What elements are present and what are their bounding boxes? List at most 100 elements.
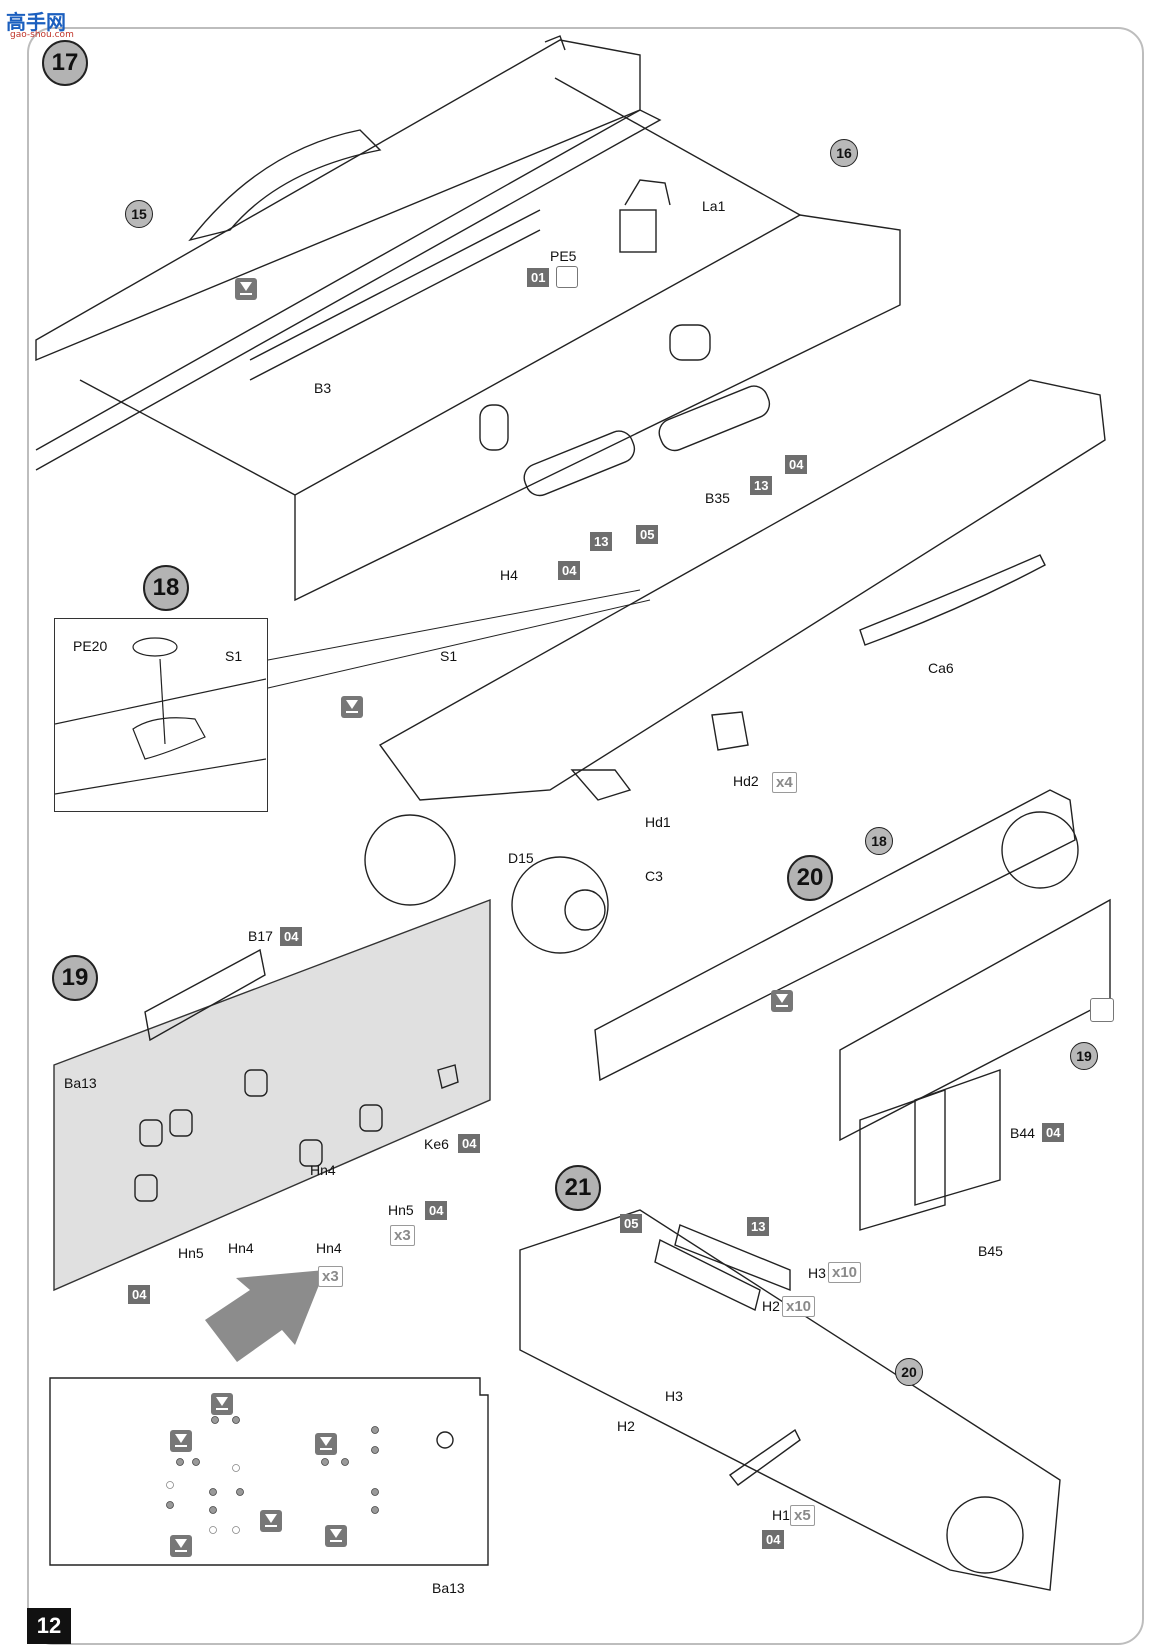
bracket-b17 [144, 948, 266, 1042]
part-label-hn4: Hn4 [316, 1240, 342, 1256]
part-round [669, 324, 711, 361]
badge-sprue-04: 04 [425, 1201, 448, 1220]
rack-19 [839, 898, 1111, 1142]
ref-step-15: 15 [125, 200, 153, 228]
part-label-ba13: Ba13 [64, 1075, 97, 1091]
glue-icon [235, 278, 257, 300]
part-label-h3: H3 [808, 1265, 826, 1281]
part-label-ca6: Ca6 [928, 660, 954, 676]
part-label-hn4: Hn4 [228, 1240, 254, 1256]
hatched-icon [1090, 998, 1114, 1022]
shell-h3 [674, 1224, 791, 1292]
hull-side-upper [35, 39, 641, 362]
page-frame [27, 27, 1144, 1645]
fender-arc [188, 129, 382, 242]
part-label-hn4: Hn4 [310, 1162, 336, 1178]
part-label-la1: La1 [702, 198, 726, 214]
watermark-text: 高手网 [6, 10, 66, 34]
part-label-hd1: Hd1 [645, 814, 671, 830]
part-label-s1: S1 [440, 648, 458, 664]
part-label-hn5: Hn5 [178, 1245, 204, 1261]
badge-sprue-04: 04 [128, 1285, 151, 1304]
badge-sprue-01: 01 [527, 268, 550, 287]
direction-arrow [205, 1270, 325, 1362]
badge-sprue-04: 04 [1042, 1123, 1065, 1142]
glue-icon [771, 990, 793, 1012]
badge-sprue-04: 04 [785, 455, 808, 474]
glue-icon [170, 1535, 192, 1557]
part-label-b17: B17 [248, 928, 273, 944]
ref-step-20: 20 [895, 1358, 923, 1386]
ref-step-18: 18 [865, 827, 893, 855]
hull-side-20 [594, 789, 1076, 1082]
watermark-logo: 高手网 gao-shou.com [4, 6, 74, 40]
badge-sprue-13: 13 [750, 476, 773, 495]
part-label-d15: D15 [508, 850, 534, 866]
part-label-ke6: Ke6 [424, 1136, 449, 1152]
rail-ca6 [859, 554, 1046, 646]
part-label-h2: H2 [617, 1418, 635, 1434]
box-la1 [619, 209, 657, 253]
part-label-c3: C3 [645, 868, 663, 884]
cylinder-b35 [658, 385, 771, 452]
ammo-rack-b44 [914, 1069, 1001, 1206]
part-hd1 [570, 769, 632, 801]
step-20-number: 20 [787, 855, 833, 901]
badge-sprue-13: 13 [747, 1217, 770, 1236]
multiplier-x5: x5 [790, 1505, 815, 1526]
part-label-b45: B45 [978, 1243, 1003, 1259]
part-label-hd2: Hd2 [733, 773, 759, 789]
badge-sprue-05: 05 [636, 525, 659, 544]
step-19-number: 19 [52, 955, 98, 1001]
part-label-b35: B35 [705, 490, 730, 506]
ref-step-19: 19 [1070, 1042, 1098, 1070]
multiplier-x4: x4 [772, 772, 797, 793]
photo-etch-icon [556, 266, 578, 288]
watermark-url: gao-shou.com [10, 30, 74, 40]
multiplier-x3: x3 [318, 1266, 343, 1287]
badge-sprue-04: 04 [558, 561, 581, 580]
step-21-number: 21 [555, 1165, 601, 1211]
badge-sprue-04: 04 [458, 1134, 481, 1153]
part-label-h2: H2 [762, 1298, 780, 1314]
part-hd2 [711, 711, 749, 751]
glue-icon [325, 1525, 347, 1547]
glue-icon [260, 1510, 282, 1532]
ammo-rack-b45 [859, 1089, 946, 1231]
glue-icon [211, 1393, 233, 1415]
cylinder-h4 [523, 430, 636, 497]
panel-16 [294, 214, 901, 602]
glue-icon [341, 696, 363, 718]
part-label-b44: B44 [1010, 1125, 1035, 1141]
badge-sprue-13: 13 [590, 532, 613, 551]
idler-c3 [511, 856, 609, 954]
panel-19 [53, 898, 491, 1292]
handle-h1 [728, 1428, 801, 1486]
layout-ba13 [49, 1377, 489, 1566]
part-label-h1: H1 [772, 1507, 790, 1523]
part-label-s1-inset: S1 [225, 648, 243, 664]
part-label-h3: H3 [665, 1388, 683, 1404]
badge-sprue-04: 04 [280, 927, 303, 946]
part-label-pe20: PE20 [73, 638, 108, 654]
badge-sprue-05: 05 [620, 1214, 643, 1233]
page-number: 12 [27, 1608, 71, 1644]
glue-icon [170, 1430, 192, 1452]
multiplier-x10: x10 [782, 1296, 816, 1317]
part-label-h4: H4 [500, 567, 518, 583]
hull-side-21 [519, 1209, 1061, 1591]
glue-icon [315, 1433, 337, 1455]
part-label-pe5: PE5 [550, 248, 577, 264]
part-label-b3: B3 [314, 380, 332, 396]
step-17-number: 17 [42, 40, 88, 86]
detail-inset-18 [54, 618, 268, 812]
multiplier-x3: x3 [390, 1225, 415, 1246]
ref-step-16: 16 [830, 139, 858, 167]
badge-sprue-04: 04 [762, 1530, 785, 1549]
shell-h2 [654, 1238, 761, 1312]
part-label-ba13: Ba13 [432, 1580, 465, 1596]
wheel-guard [364, 814, 456, 906]
sponson-s1 [378, 379, 1106, 801]
part-label-hn5: Hn5 [388, 1202, 414, 1218]
